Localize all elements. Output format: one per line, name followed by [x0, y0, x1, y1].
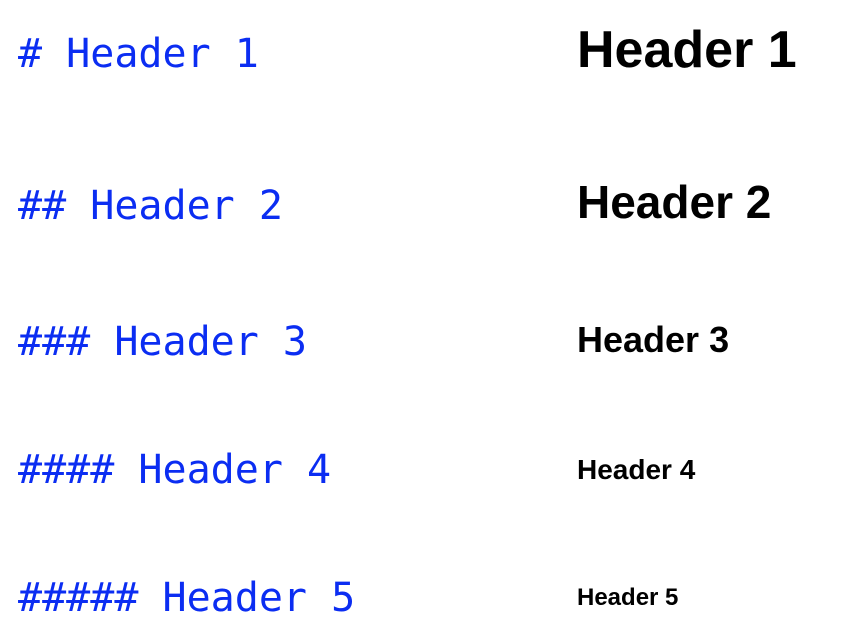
markdown-source-h1: # Header 1 — [18, 31, 259, 77]
rendered-header-5: Header 5 — [577, 584, 679, 611]
markdown-source-h2: ## Header 2 — [18, 183, 283, 229]
rendered-header-1: Header 1 — [577, 21, 797, 79]
rendered-header-4: Header 4 — [577, 454, 696, 485]
markdown-source-h4: #### Header 4 — [18, 447, 332, 493]
markdown-source-h5: ##### Header 5 — [18, 575, 356, 621]
rendered-header-2: Header 2 — [577, 176, 772, 228]
markdown-source-h3: ### Header 3 — [18, 319, 307, 365]
rendered-header-3: Header 3 — [577, 319, 730, 360]
